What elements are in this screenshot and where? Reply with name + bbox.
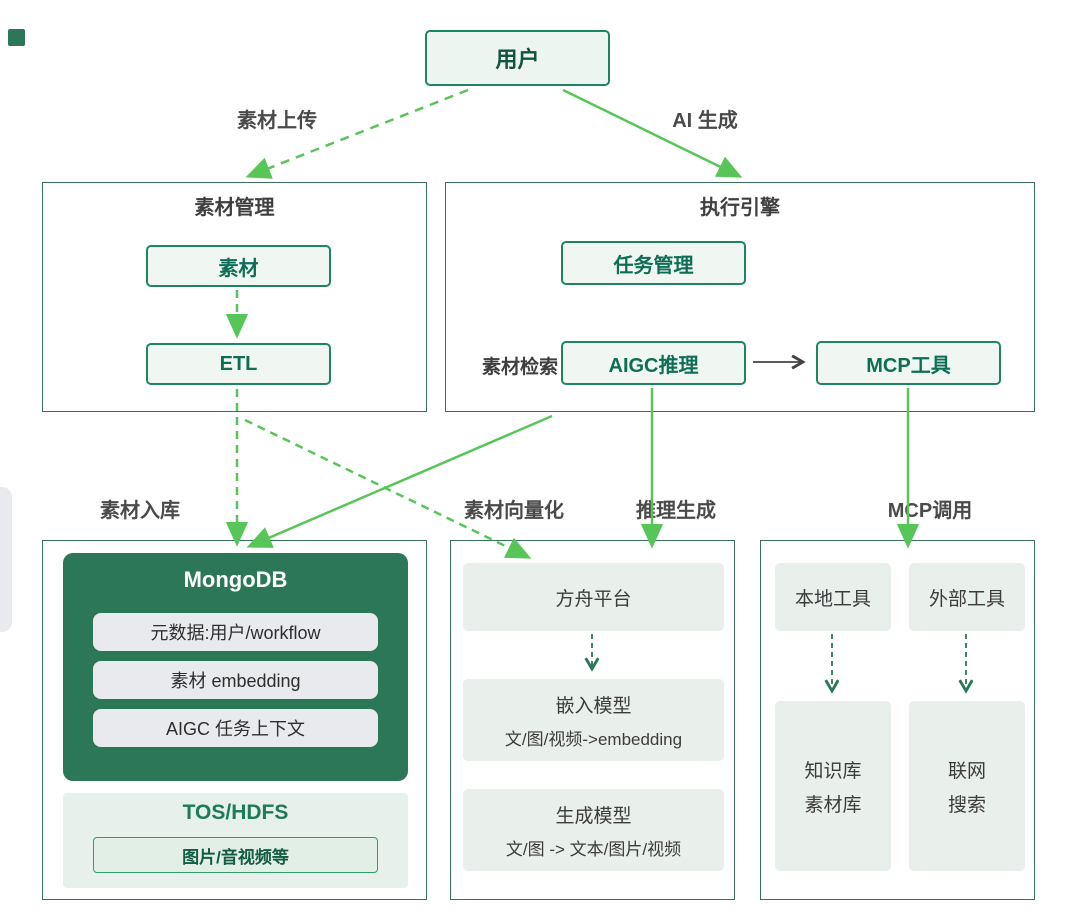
node-tos-hdfs: TOS/HDFS 图片/音视频等 <box>63 793 408 888</box>
node-ark-platform: 方舟平台 <box>463 563 724 631</box>
mongodb-item-metadata: 元数据:用户/workflow <box>93 613 378 651</box>
node-mcp-tools-label: MCP工具 <box>866 354 951 377</box>
panel-tools: 本地工具 外部工具 知识库 素材库 联网 搜索 <box>760 540 1035 900</box>
node-mongodb-title: MongoDB <box>183 567 288 592</box>
edge-label-ai-generate: AI 生成 <box>672 110 738 132</box>
node-knowledge-base-line1: 知识库 <box>804 760 862 782</box>
node-user-label: 用户 <box>495 47 540 72</box>
node-tos-hdfs-title: TOS/HDFS <box>182 801 289 824</box>
decoration-partial-shape <box>0 487 12 632</box>
node-external-tools: 外部工具 <box>909 563 1025 631</box>
node-local-tools: 本地工具 <box>775 563 891 631</box>
node-task-management: 任务管理 <box>561 241 746 285</box>
node-etl-label: ETL <box>219 352 258 375</box>
node-embedding-model-detail: 文/图/视频->embedding <box>504 729 683 749</box>
panel-material-management-title: 素材管理 <box>194 197 275 219</box>
node-embedding-model-title: 嵌入模型 <box>555 695 632 717</box>
arrow-user-to-material <box>245 88 469 179</box>
node-task-management-label: 任务管理 <box>613 254 694 277</box>
edge-label-inference: 推理生成 <box>636 500 716 522</box>
edge-label-vectorize: 素材向量化 <box>464 500 564 522</box>
node-material: 素材 <box>146 245 331 287</box>
node-aigc-inference: AIGC推理 <box>561 341 746 385</box>
panel-storage: MongoDB 元数据:用户/workflow 素材 embedding AIG… <box>42 540 427 900</box>
node-external-tools-label: 外部工具 <box>928 588 1005 610</box>
node-generation-model: 生成模型 文/图 -> 文本/图片/视频 <box>463 789 724 871</box>
node-aigc-inference-label: AIGC推理 <box>608 354 699 377</box>
node-mcp-tools: MCP工具 <box>816 341 1001 385</box>
node-local-tools-label: 本地工具 <box>794 588 871 610</box>
tos-item-media: 图片/音视频等 <box>93 837 378 873</box>
arrow-user-to-engine <box>562 88 743 178</box>
arrow-engine-to-mongodb <box>246 414 553 548</box>
node-generation-model-detail: 文/图 -> 文本/图片/视频 <box>505 839 682 859</box>
panel-execution-engine: 执行引擎 任务管理 素材检索 AIGC推理 MCP工具 <box>445 182 1035 412</box>
mongodb-item-aigc-context: AIGC 任务上下文 <box>93 709 378 747</box>
node-ark-platform-label: 方舟平台 <box>555 588 632 610</box>
edge-label-upload: 素材上传 <box>237 110 317 132</box>
node-mongodb: MongoDB 元数据:用户/workflow 素材 embedding AIG… <box>63 553 408 781</box>
edge-label-store: 素材入库 <box>100 500 180 522</box>
node-material-label: 素材 <box>218 257 259 280</box>
label-material-retrieval: 素材检索 <box>482 357 559 378</box>
node-web-search-line2: 搜索 <box>947 794 986 816</box>
decoration-square <box>8 29 25 46</box>
mongodb-item-embedding: 素材 embedding <box>93 661 378 699</box>
node-knowledge-base-line2: 素材库 <box>804 794 862 816</box>
edge-label-mcp-call: MCP调用 <box>887 500 973 522</box>
node-user: 用户 <box>425 30 610 86</box>
node-web-search-line1: 联网 <box>947 760 986 782</box>
arrow-etl-to-ark <box>244 418 532 559</box>
panel-execution-engine-title: 执行引擎 <box>700 197 780 219</box>
node-web-search: 联网 搜索 <box>909 701 1025 871</box>
node-knowledge-base: 知识库 素材库 <box>775 701 891 871</box>
panel-ark: 方舟平台 嵌入模型 文/图/视频->embedding 生成模型 文/图 -> … <box>450 540 735 900</box>
node-generation-model-title: 生成模型 <box>555 805 632 827</box>
node-embedding-model: 嵌入模型 文/图/视频->embedding <box>463 679 724 761</box>
node-etl: ETL <box>146 343 331 385</box>
panel-material-management: 素材管理 素材 ETL <box>42 182 427 412</box>
